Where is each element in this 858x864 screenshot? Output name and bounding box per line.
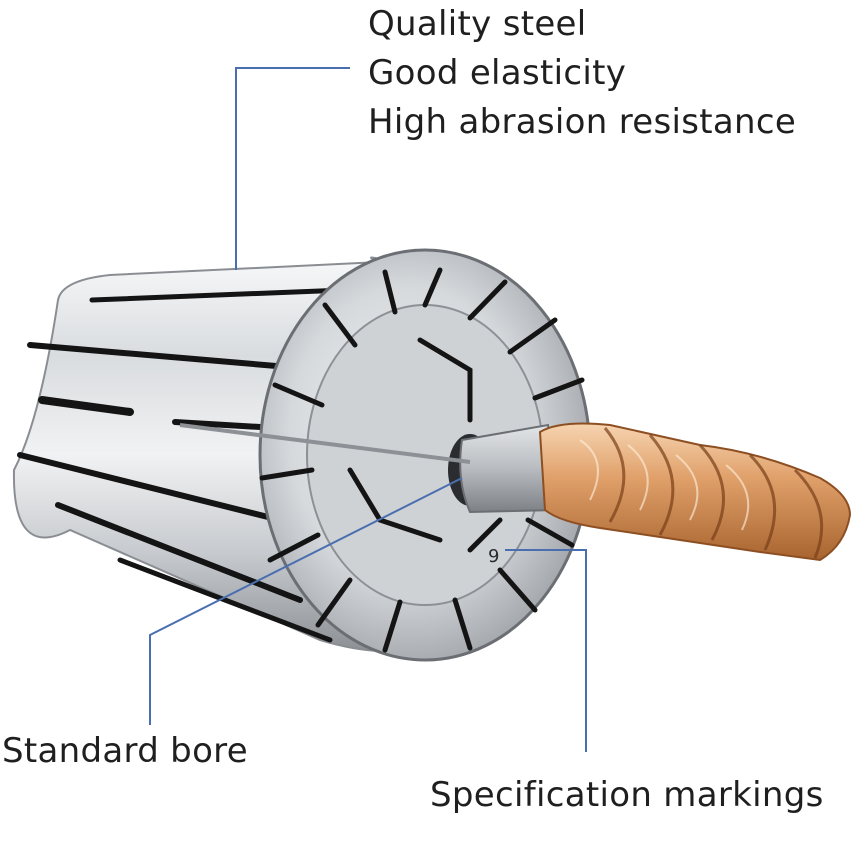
- callout-lines: [149, 67, 587, 752]
- feature-good-elasticity: Good elasticity: [368, 53, 627, 93]
- feature-abrasion-resistance: High abrasion resistance: [368, 102, 797, 142]
- callout-standard-bore: Standard bore: [2, 731, 248, 771]
- callout-line-features: [235, 67, 350, 270]
- feature-quality-steel: Quality steel: [368, 4, 587, 44]
- end-mill-cutter: [538, 422, 852, 562]
- feature-list: Quality steel Good elasticity High abras…: [368, 0, 796, 147]
- spec-marking-text: 9: [488, 546, 499, 567]
- cutter-shank: [179, 423, 560, 514]
- callout-specification-markings: Specification markings: [430, 775, 824, 815]
- callout-line-bore: [149, 477, 463, 725]
- callout-line-markings: [505, 549, 587, 752]
